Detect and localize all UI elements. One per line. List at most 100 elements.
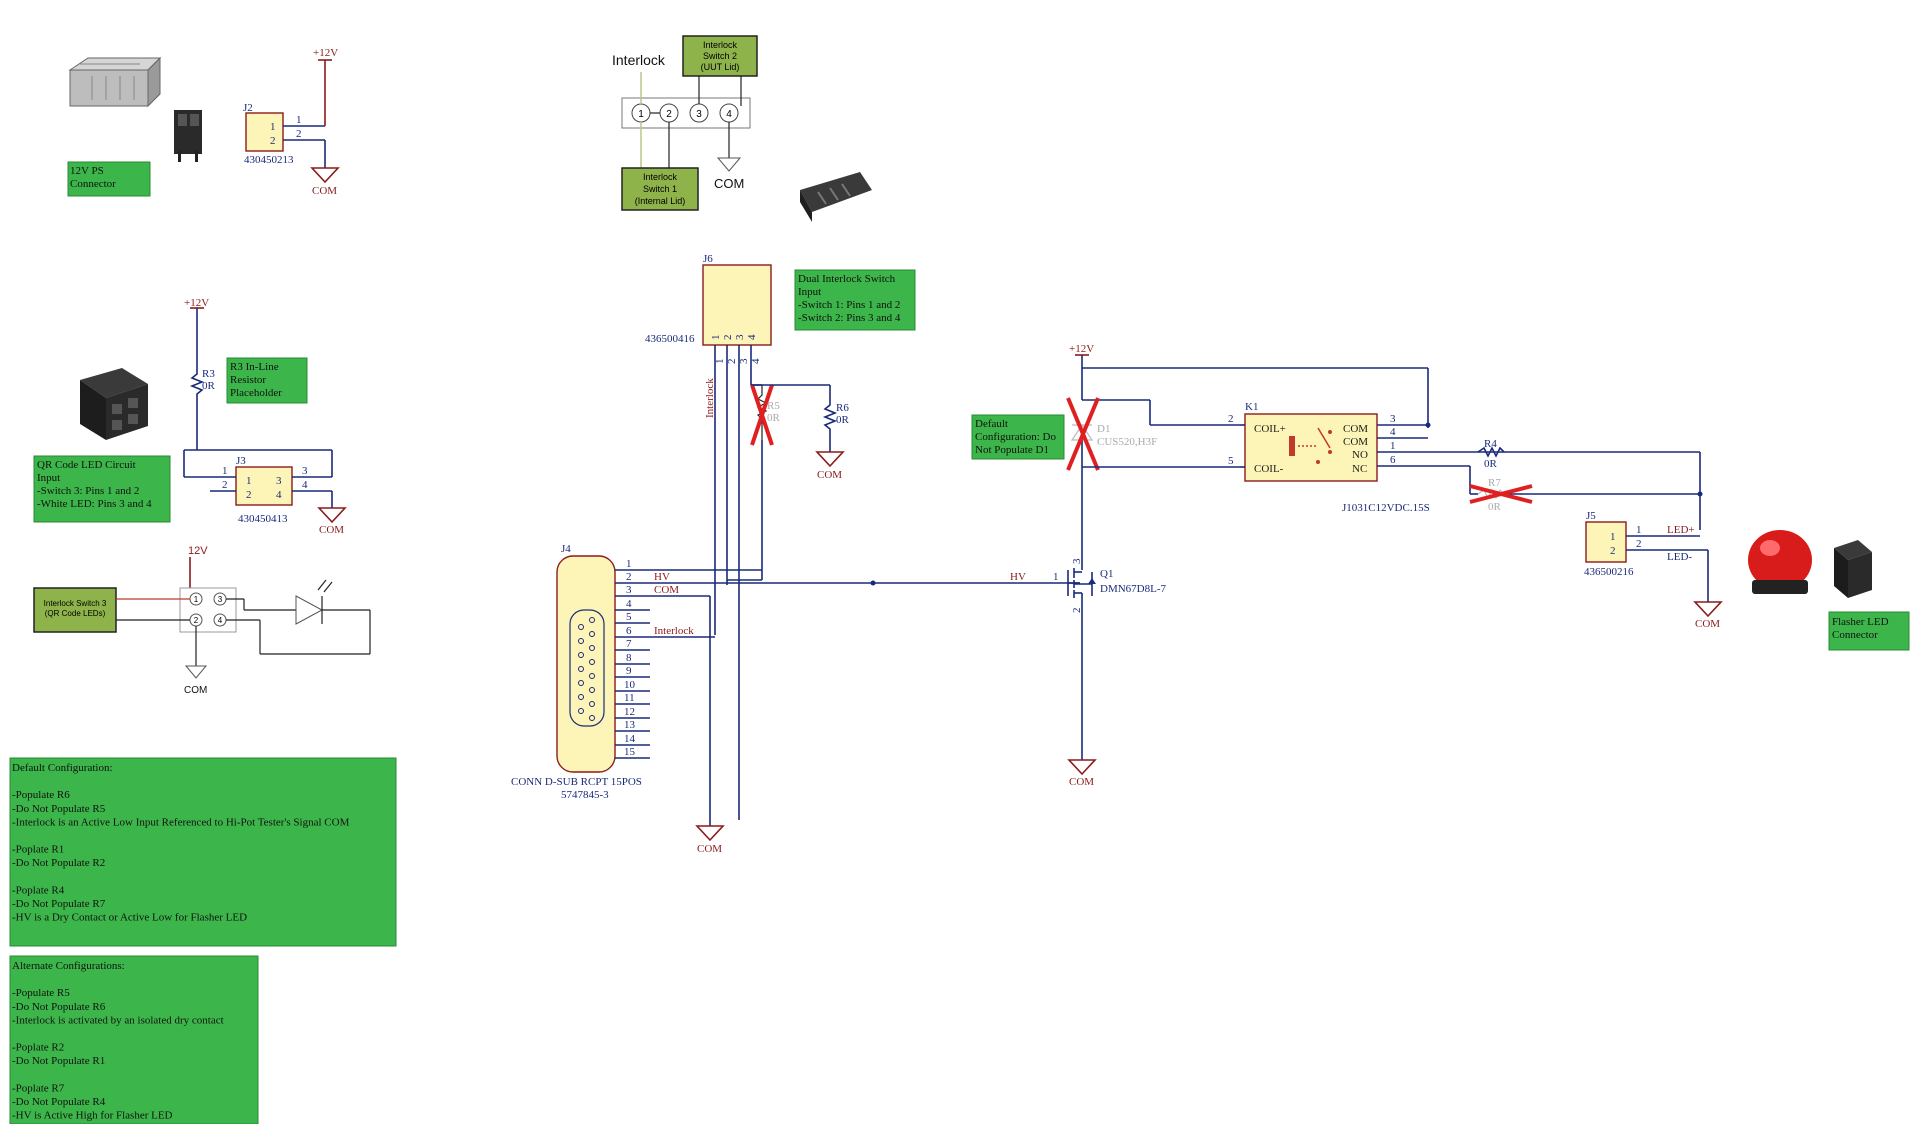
ps-connector-note [67, 161, 151, 197]
r6-ref: R6 [836, 402, 849, 414]
alternate-config-line: -HV is Active High for Flasher LED [12, 1110, 173, 1122]
alternate-config-line: -Poplate R2 [12, 1042, 64, 1054]
j3-pin3-inner: 3 [276, 475, 282, 487]
q1-ground-symbol [1067, 759, 1097, 776]
interlock-pin-4: 4 [726, 109, 732, 120]
qr-note-line2: Input [37, 472, 60, 484]
qr-note-line1: QR Code LED Circuit [37, 459, 136, 471]
r6-value: 0R [836, 414, 850, 426]
sw3-ground-label: COM [184, 685, 207, 696]
j6-pin4: 4 [750, 358, 762, 364]
alternate-config-line: Alternate Configurations: [12, 960, 125, 972]
j6-net-interlock: Interlock [704, 378, 716, 418]
j4-ref: J4 [561, 543, 571, 555]
j3-ground-symbol [317, 507, 347, 524]
j3-pin2: 2 [222, 479, 228, 491]
q1-pin-2: 2 [1071, 608, 1083, 614]
r7-value: 0R [1488, 501, 1502, 513]
j6-note-line2: Input [798, 286, 821, 298]
default-config-line: -HV is a Dry Contact or Active Low for F… [12, 912, 247, 924]
interlock-switch2-line2: Switch 2 [703, 51, 737, 61]
j5-ref: J5 [1586, 510, 1596, 522]
flasher-note-line1: Flasher LED [1832, 616, 1889, 628]
j5-led-plus: LED+ [1667, 524, 1695, 536]
k1-nc: NC [1352, 463, 1367, 475]
j6-pin3: 3 [738, 358, 750, 364]
flasher-connector-image [1834, 540, 1872, 598]
j2-ref: J2 [243, 102, 253, 114]
q1-ref: Q1 [1100, 568, 1113, 580]
white-led-symbol [226, 579, 371, 655]
j6-body [702, 264, 772, 346]
default-config-line: -Populate R6 [12, 789, 70, 801]
k1-com2: COM [1343, 436, 1368, 448]
d1-note-line3: Not Populate D1 [975, 444, 1049, 456]
q1-part: DMN67D8L-7 [1100, 583, 1166, 595]
default-config-line: -Do Not Populate R2 [12, 857, 105, 869]
j6-note [794, 269, 916, 331]
r3-note-line2: Resistor [230, 374, 266, 386]
k1-relay-icon [1289, 427, 1332, 464]
j4-pin-11: 11 [624, 692, 635, 704]
k1-pin-3: 3 [1390, 413, 1396, 425]
j5-body [1585, 521, 1627, 563]
j2-pin1: 1 [296, 114, 302, 126]
j4-pin-10: 10 [624, 679, 636, 691]
j6-pin3-inner: 3 [734, 334, 746, 340]
alternate-config-line: -Do Not Populate R6 [12, 1001, 106, 1013]
r6-ground-label: COM [817, 469, 842, 481]
r3-ref: R3 [202, 368, 215, 380]
j4-pin-wires [615, 569, 650, 759]
j3-part: 430450413 [238, 513, 288, 525]
interlock-pin-1: 1 [638, 109, 644, 120]
qr-note [33, 455, 171, 523]
ps-module-image [68, 56, 162, 108]
flasher-note-line2: Connector [1832, 629, 1878, 641]
ps-note-line-2: Connector [70, 178, 116, 190]
j5-pin1: 1 [1636, 524, 1642, 536]
j5-ground-label: COM [1695, 618, 1720, 630]
d1-note [971, 414, 1065, 460]
k1-body [1244, 413, 1378, 482]
sw3-pin-1: 1 [194, 595, 199, 604]
j3-pin1: 1 [222, 465, 228, 477]
j6-part: 436500416 [645, 333, 695, 345]
q1-pin-1: 1 [1053, 571, 1059, 583]
j5-part: 436500216 [1584, 566, 1634, 578]
j2-body [245, 112, 284, 152]
default-config-line: -Poplate R4 [12, 884, 65, 896]
j4-part: 5747845-3 [561, 789, 609, 801]
interlock-switch1-box [621, 167, 699, 211]
sw3-pin-4: 4 [218, 616, 223, 625]
k1-pin-2: 2 [1228, 413, 1234, 425]
r3-note [226, 357, 308, 404]
ps-note-line-1: 12V PS [70, 165, 104, 177]
default-config-line: -Interlock is an Active Low Input Refere… [12, 816, 350, 828]
j5-pin2: 2 [1636, 538, 1642, 550]
j3-pin4: 4 [302, 479, 308, 491]
j6-pin2-inner: 2 [722, 335, 734, 341]
j2-pin2-inner: 2 [270, 135, 276, 147]
alternate-config-line: -Populate R5 [12, 987, 70, 999]
r5-ref: R5 [767, 400, 780, 412]
interlock-pin-3: 3 [696, 109, 702, 120]
j2-pin1-inner: 1 [270, 121, 276, 133]
sw3-pin-3: 3 [218, 595, 223, 604]
r7-ref: R7 [1488, 477, 1501, 489]
default-config-line: -Poplate R1 [12, 844, 64, 856]
j2-pin2: 2 [296, 128, 302, 140]
j6-note-line3: -Switch 1: Pins 1 and 2 [798, 299, 900, 311]
interlock-switch1-line2: Switch 1 [643, 184, 677, 194]
alternate-config-line: -Poplate R7 [12, 1082, 65, 1094]
k1-no: NO [1352, 449, 1368, 461]
j4-pin-15: 15 [624, 746, 636, 758]
j5-led-minus: LED- [1667, 551, 1692, 563]
j4-pin-4: 4 [626, 598, 632, 610]
sw3-pin-2: 2 [194, 616, 199, 625]
flasher-note [1828, 611, 1910, 651]
alternate-config-line: -Do Not Populate R4 [12, 1096, 106, 1108]
j2-ground-label: COM [312, 185, 337, 197]
j5-ground-symbol [1693, 601, 1723, 618]
j4-pin-13: 13 [624, 719, 636, 731]
j3-body [235, 466, 293, 506]
